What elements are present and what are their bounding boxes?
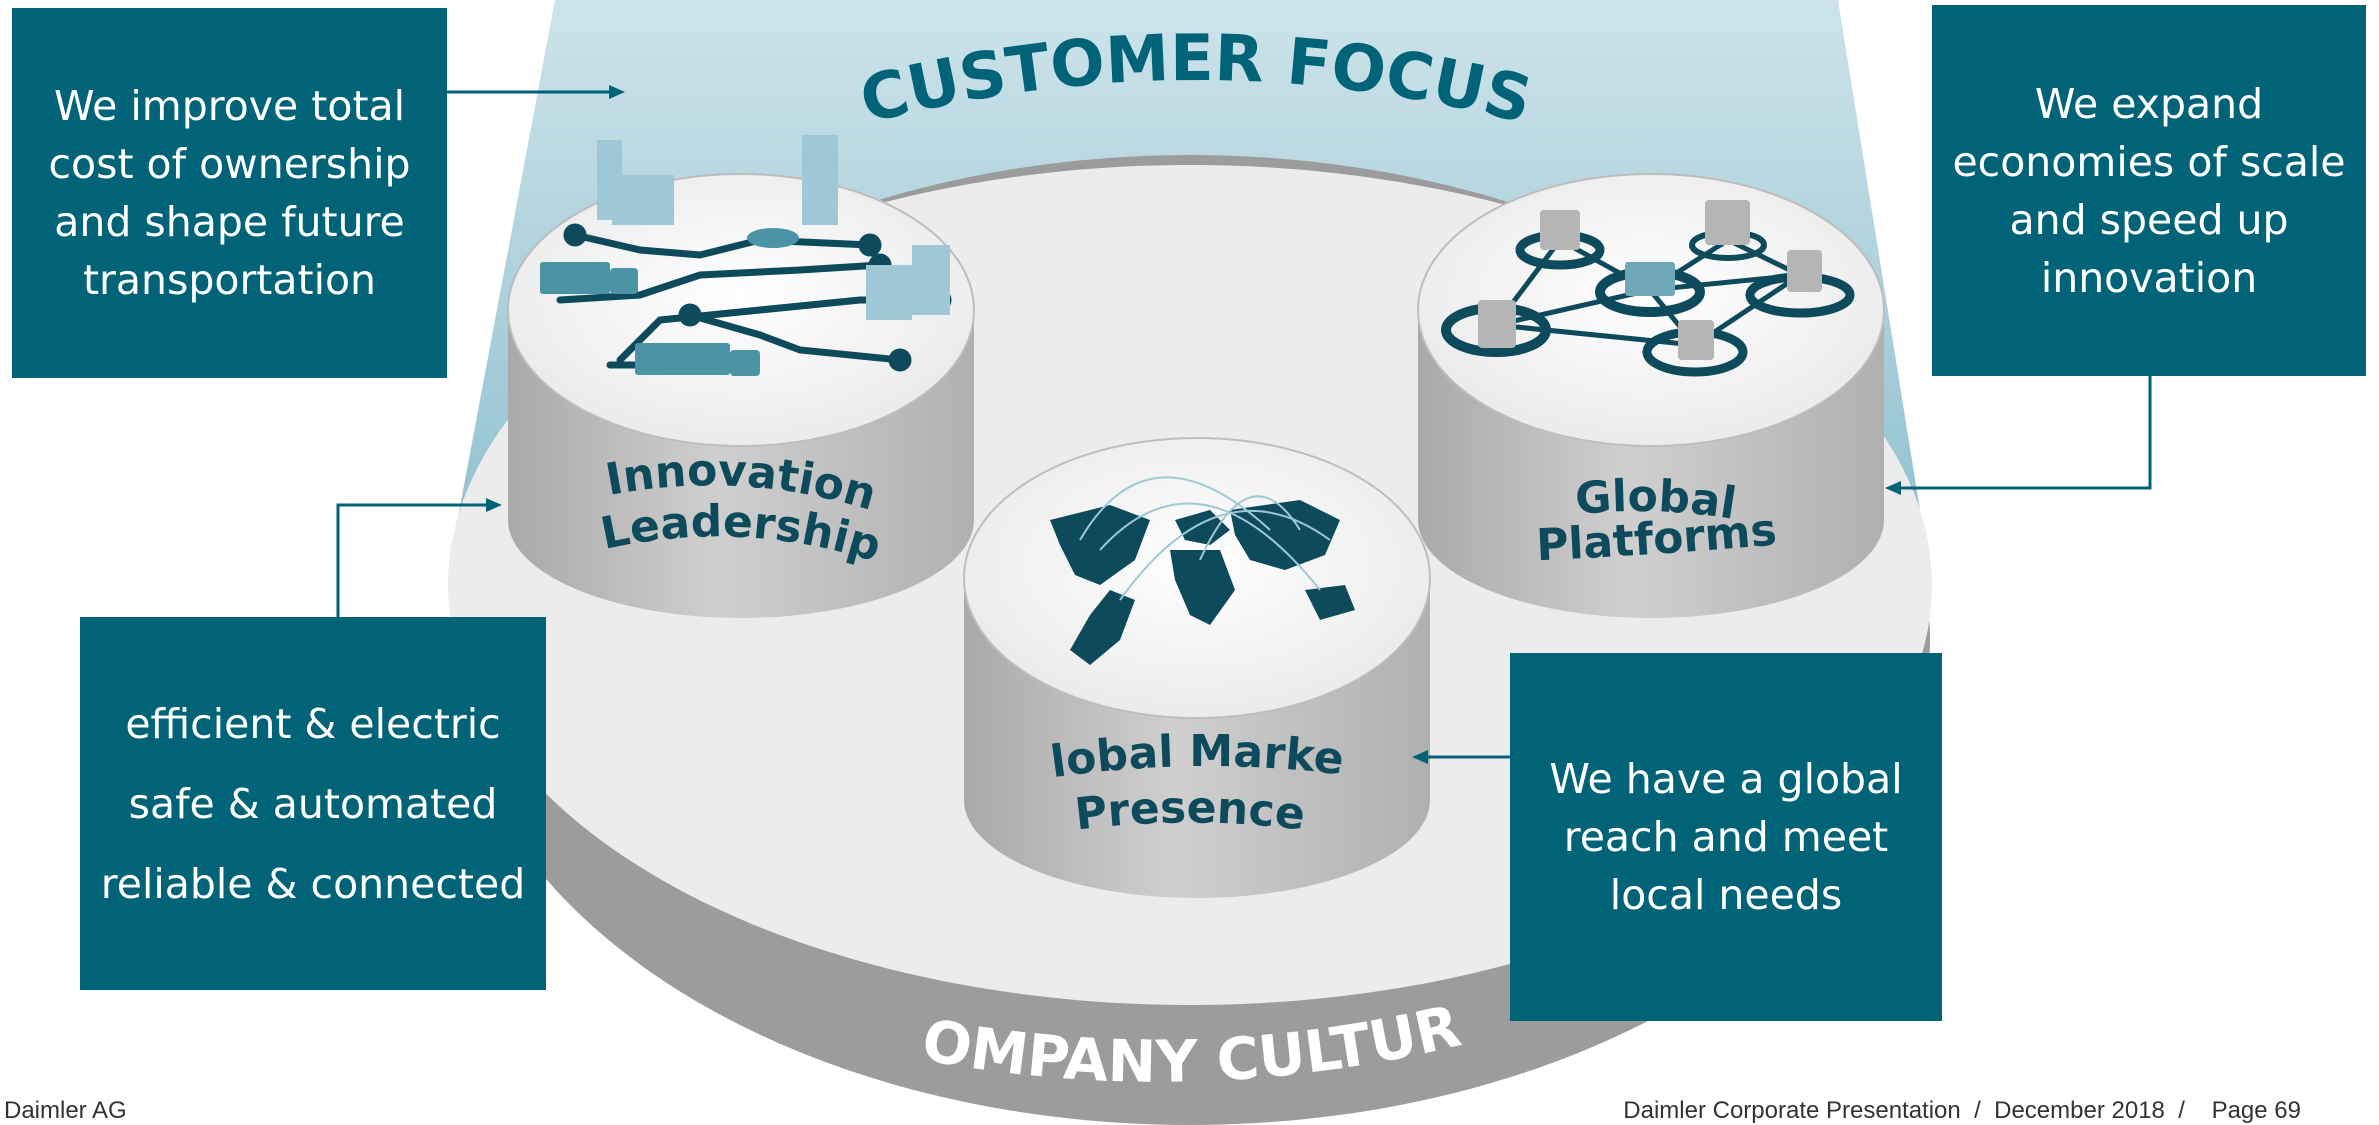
callout-tco-line-1: We improve total [53,82,406,130]
arrow-attrs-to-innovation [336,503,490,617]
pillar-presence-label: Presence [1072,782,1307,840]
callout-global-line-2: reach and meet [1563,813,1889,861]
truck-icons [1478,200,1822,360]
world-map-icon [1050,500,1355,665]
callout-global-reach: We have a global reach and meet local ne… [1510,653,1942,1021]
callout-global-line-1: We have a global [1549,755,1903,803]
callout-economies-of-scale: We expand economies of scale and speed u… [1932,5,2366,376]
callout-attrs-line-2: safe & automated [128,779,498,828]
connector-arrows [336,90,2152,759]
callout-tco-line-4: transportation [82,256,377,304]
callout-scale-line-3: and speed up [2009,195,2289,244]
callout-total-cost-of-ownership: We improve total cost of ownership and s… [12,8,447,378]
footer-presentation: Daimler Corporate Presentation [1623,1097,1961,1124]
callout-scale-line-2: economies of scale [1952,137,2346,186]
footer-company: Daimler AG [4,1097,127,1124]
callout-innovation-attributes: efficient & electric safe & automated re… [80,617,546,990]
callout-tco-line-3: and shape future [54,198,405,246]
connection-arcs [1079,476,1331,601]
footer-page-number: Page 69 [2211,1097,2301,1124]
callout-attrs-line-3: reliable & connected [100,859,526,908]
callout-scale-line-1: We expand [2034,79,2264,128]
callout-tco-line-2: cost of ownership [48,140,411,188]
arrow-scale-to-platforms [1898,376,2152,490]
footer-separator: / [2171,1097,2205,1124]
pillar-global-label: Global [1573,471,1739,530]
pillar-innovation-leadership: Innovation Leadership [507,135,975,618]
footer-separator: / [1967,1097,1988,1124]
building-icons [597,135,950,320]
footer-date: December 2018 [1994,1097,2165,1124]
callout-attrs-line-1: efficient & electric [125,699,501,748]
callout-scale-line-4: innovation [2040,253,2258,302]
footer-presentation-info: Daimler Corporate Presentation / Decembe… [1623,1097,2301,1125]
truck-icons [540,228,799,376]
arrowheads [486,85,1901,764]
pillar-global-platforms: Global Platforms [1417,173,1885,618]
callout-global-line-3: local needs [1609,871,1843,919]
